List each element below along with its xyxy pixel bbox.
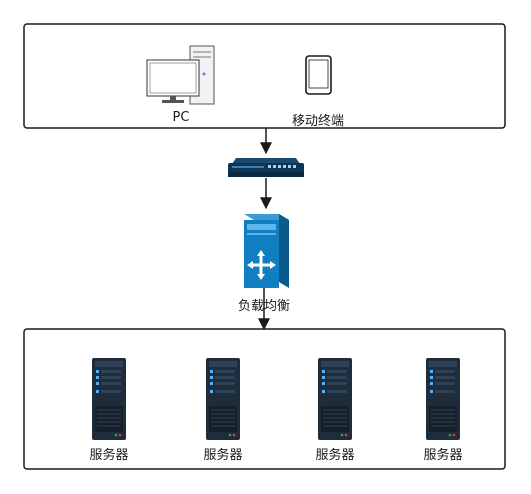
client-group-frame — [23, 23, 506, 129]
pc-icon — [146, 45, 215, 105]
server-icon — [426, 358, 460, 440]
server-group-frame — [23, 328, 506, 470]
network-switch-icon — [228, 158, 304, 177]
load-balancer-icon — [244, 214, 289, 288]
tablet-icon — [305, 55, 332, 95]
server-icon — [92, 358, 126, 440]
server-label: 服务器 — [203, 447, 242, 463]
server-label: 服务器 — [423, 447, 462, 463]
server-label: 服务器 — [315, 447, 354, 463]
server-icon — [318, 358, 352, 440]
server-icon — [206, 358, 240, 440]
server-label: 服务器 — [89, 447, 128, 463]
pc-label: PC — [173, 110, 190, 125]
mobile-terminal-label: 移动终端 — [292, 113, 344, 129]
